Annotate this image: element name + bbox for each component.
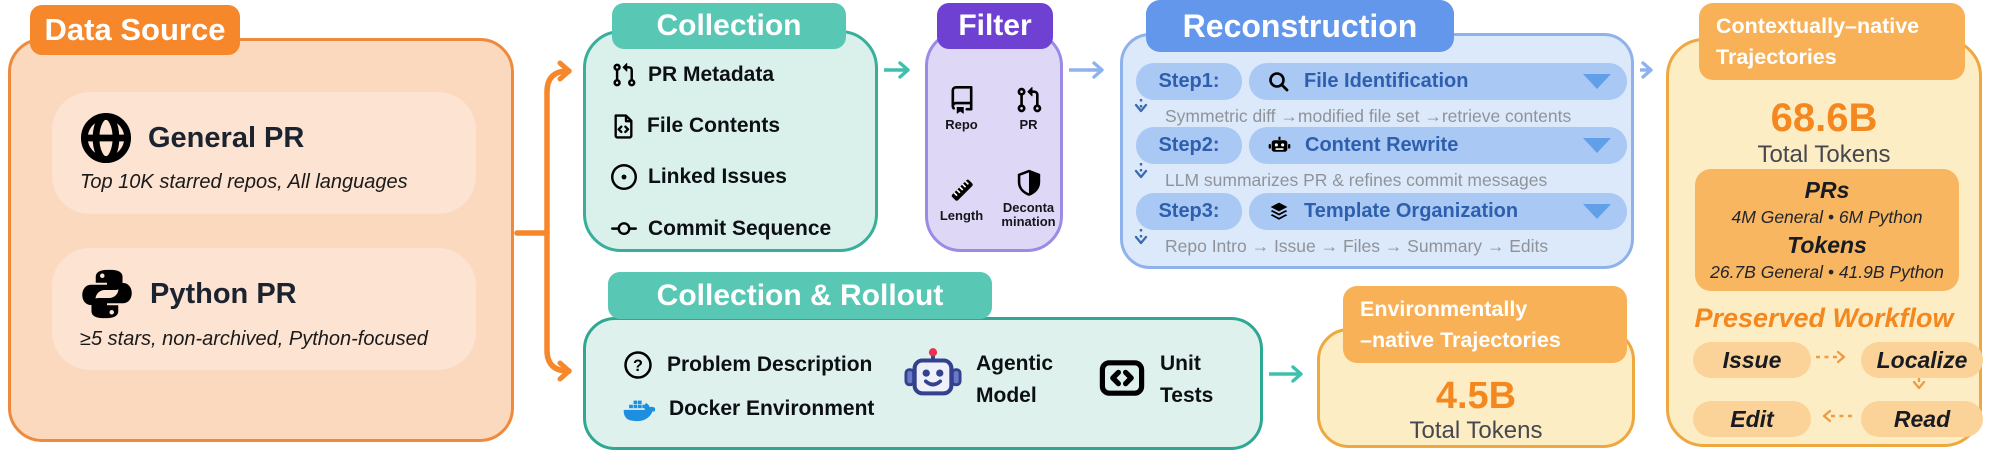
general-pr-title: General PR xyxy=(148,121,305,154)
filter-item-label: Deconta mination xyxy=(1001,199,1056,229)
python-pr-subtitle: ≥5 stars, non-archived, Python-focused xyxy=(80,328,428,350)
filter-item-label: Repo xyxy=(945,116,978,132)
general-pr-subtitle: Top 10K starred repos, All languages xyxy=(80,171,408,193)
robot-icon xyxy=(1268,136,1291,152)
collection-item-label: Linked Issues xyxy=(648,165,787,189)
commit-icon xyxy=(611,222,637,236)
list-item: Linked Issues xyxy=(611,164,873,191)
step1-note: Symmetric diff →modified file set →retri… xyxy=(1165,106,1572,126)
workflow-node-edit: Edit xyxy=(1693,401,1811,437)
repo-icon xyxy=(951,85,972,114)
collection-item-label: File Contents xyxy=(647,114,781,138)
tokens-title: Tokens xyxy=(1787,231,1867,258)
filter-item: PR xyxy=(995,64,1062,154)
prs-detail: 4M General • 6M Python xyxy=(1731,207,1923,228)
collection-items: PR Metadata File Contents Linked Issues xyxy=(611,62,873,242)
workflow-node-issue: Issue xyxy=(1693,342,1811,378)
list-item: PR Metadata xyxy=(611,62,873,88)
filter-item: Deconta mination xyxy=(995,154,1062,244)
globe-icon xyxy=(80,112,132,164)
docker-icon xyxy=(623,400,655,422)
general-pr-card: General PR Top 10K starred repos, All la… xyxy=(52,92,476,214)
step2-note: LLM summarizes PR & refines commit messa… xyxy=(1165,170,1548,190)
dropdown-triangle-icon xyxy=(1583,138,1611,153)
pull-request-icon xyxy=(613,62,636,87)
python-pr-card: Python PR ≥5 stars, non-archived, Python… xyxy=(52,248,476,370)
collection-header: Collection xyxy=(612,3,846,49)
total-tokens-value: 68.6B xyxy=(1770,96,1878,140)
shield-icon xyxy=(1017,169,1040,196)
filter-items: Repo PR Length Deco xyxy=(928,64,1062,244)
contextual-trajectories-header: Contextually–native Trajectories xyxy=(1699,3,1965,80)
step2-label: Step2: xyxy=(1136,127,1242,164)
list-item: File Contents xyxy=(611,114,873,139)
layers-icon xyxy=(1270,202,1288,220)
ruler-icon xyxy=(951,179,973,201)
step3-label: Step3: xyxy=(1136,193,1242,230)
environmental-trajectories-header: Environmentally –native Trajectories xyxy=(1343,286,1627,363)
filter-item: Repo xyxy=(928,64,995,154)
step2-row: Content Rewrite xyxy=(1249,127,1627,164)
tokens-detail: 26.7B General • 41.9B Python xyxy=(1710,262,1944,283)
question-glyph: ? xyxy=(633,357,643,375)
unit-test-icon xyxy=(1099,360,1145,396)
question-icon: ? xyxy=(624,351,652,379)
file-code-icon xyxy=(614,114,633,139)
dropdown-triangle-icon xyxy=(1583,74,1611,89)
env-total-value: 4.5B xyxy=(1435,375,1517,417)
rollout-item-label: Agentic Model xyxy=(976,352,1054,407)
data-source-header: Data Source xyxy=(30,5,240,55)
contextual-trajectories-panel: 68.6B Total Tokens PRs 4M General • 6M P… xyxy=(1666,38,1983,447)
workflow-node-localize: Localize xyxy=(1861,342,1983,378)
filter-item-label: PR xyxy=(1019,116,1038,132)
issue-icon xyxy=(611,164,637,191)
reconstruction-header: Reconstruction xyxy=(1146,0,1454,52)
filter-header: Filter xyxy=(937,3,1053,49)
step1-row: File Identification xyxy=(1249,63,1627,100)
filter-item-label: Length xyxy=(939,207,984,223)
rollout-item-label: Docker Environment xyxy=(669,397,875,420)
step3-row: Template Organization xyxy=(1249,193,1627,230)
pull-request-icon xyxy=(1017,86,1041,113)
list-item: ? Problem Description xyxy=(623,350,872,380)
step2-title: Content Rewrite xyxy=(1305,134,1459,156)
total-tokens-label: Total Tokens xyxy=(1757,141,1891,168)
collection-rollout-header: Collection & Rollout xyxy=(608,272,992,319)
collection-item-label: Commit Sequence xyxy=(648,216,832,240)
python-pr-title: Python PR xyxy=(150,277,297,310)
filter-item: Length xyxy=(928,154,995,244)
filter-panel xyxy=(925,30,1063,252)
rollout-item-label: Problem Description xyxy=(667,353,873,376)
workflow-node-read: Read xyxy=(1861,401,1983,437)
step3-note: Repo Intro → Issue → Files → Summary → E… xyxy=(1165,236,1549,256)
collection-item-label: PR Metadata xyxy=(648,63,775,86)
env-total-label: Total Tokens xyxy=(1409,417,1543,444)
python-icon xyxy=(82,269,132,319)
step1-title: File Identification xyxy=(1304,70,1469,92)
stats-card: PRs 4M General • 6M Python Tokens 26.7B … xyxy=(1695,169,1959,291)
branch-arrow xyxy=(514,60,572,382)
step3-title: Template Organization xyxy=(1304,200,1519,222)
collection-rollout-panel: ? Problem Description Docker Environment xyxy=(583,317,1263,450)
agent-robot-icon xyxy=(904,348,962,396)
prs-title: PRs xyxy=(1804,176,1850,203)
list-item: Commit Sequence xyxy=(611,216,873,242)
dropdown-triangle-icon xyxy=(1583,204,1611,219)
step1-label: Step1: xyxy=(1136,63,1242,100)
search-icon xyxy=(1269,71,1289,91)
list-item: Docker Environment xyxy=(623,393,874,425)
rollout-item-label: Unit Tests xyxy=(1160,352,1214,407)
reconstruction-panel: Step1: File Identification Symmetric dif… xyxy=(1120,33,1634,269)
preserved-workflow-title: Preserved Workflow xyxy=(1694,303,1954,333)
